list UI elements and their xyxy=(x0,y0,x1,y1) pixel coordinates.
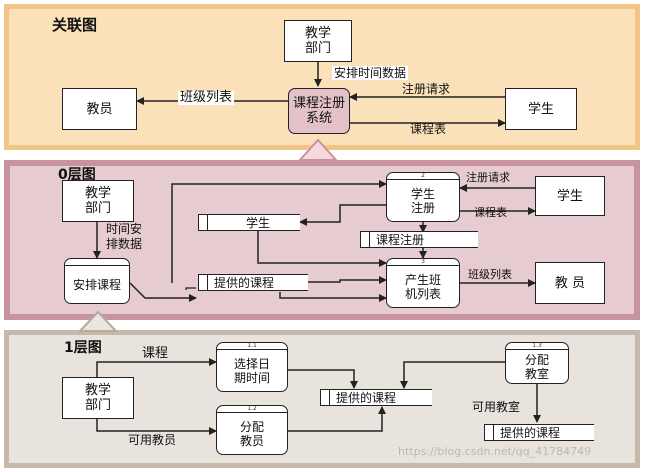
students-data-store: 学生 xyxy=(198,214,300,231)
available-teachers-flow-label: 可用教员 xyxy=(128,433,177,447)
assign-teacher-process: 1.2 分配 教员 xyxy=(216,405,288,455)
level0-class-list-label: 班级列表 xyxy=(468,268,512,281)
class-list-flow-label: 班级列表 xyxy=(178,90,235,105)
level1-offered-courses-output-store: 提供的课程 xyxy=(484,424,594,441)
context-to-level0-arrow xyxy=(297,138,339,161)
course-table-flow-label: 课程表 xyxy=(410,122,447,136)
level0-course-table-label: 课程表 xyxy=(474,206,507,219)
offered-courses-data-store: 提供的课程 xyxy=(198,274,308,291)
level1-dept-entity: 教学 部门 xyxy=(62,377,134,419)
level1-offered-courses-store: 提供的课程 xyxy=(320,389,432,406)
course-registration-system-process: 课程注册 系统 xyxy=(288,88,350,134)
available-classrooms-flow-label: 可用教室 xyxy=(472,400,521,414)
level0-student-entity: 学生 xyxy=(535,176,605,216)
registration-request-flow-label: 注册请求 xyxy=(402,82,451,96)
arrange-courses-process: 安排课程 xyxy=(64,258,130,304)
schedule-data-flow-label: 安排时间数据 xyxy=(332,66,409,80)
assign-classroom-process: 1.3 分配 教室 xyxy=(505,342,569,384)
level0-teacher-entity: 教 员 xyxy=(535,262,605,304)
csdn-watermark: https://blog.csdn.net/qq_41784749 xyxy=(398,445,592,458)
select-date-time-process: 1.1 选择日 期时间 xyxy=(216,342,288,392)
level0-registration-request-label: 注册请求 xyxy=(466,171,510,184)
courses-flow-label: 课程 xyxy=(142,346,169,361)
level0-dept-entity: 教学 部门 xyxy=(62,180,134,222)
generate-class-list-process: 3 产生班 机列表 xyxy=(386,258,460,308)
level0-to-level1-arrow xyxy=(77,310,119,332)
student-registration-process: 2 学生 注册 xyxy=(386,172,460,222)
course-registration-data-store: 课程注册 xyxy=(360,231,478,248)
context-teacher-entity: 教员 xyxy=(62,88,137,130)
level1-panel-title: 1层图 xyxy=(64,340,102,356)
context-panel-title: 关联图 xyxy=(52,16,98,34)
context-dept-entity: 教学 部门 xyxy=(284,20,352,62)
context-student-entity: 学生 xyxy=(505,88,577,130)
level0-panel-title: 0层图 xyxy=(58,167,96,183)
time-schedule-data-flow-label: 时间安 排数据 xyxy=(106,222,143,251)
